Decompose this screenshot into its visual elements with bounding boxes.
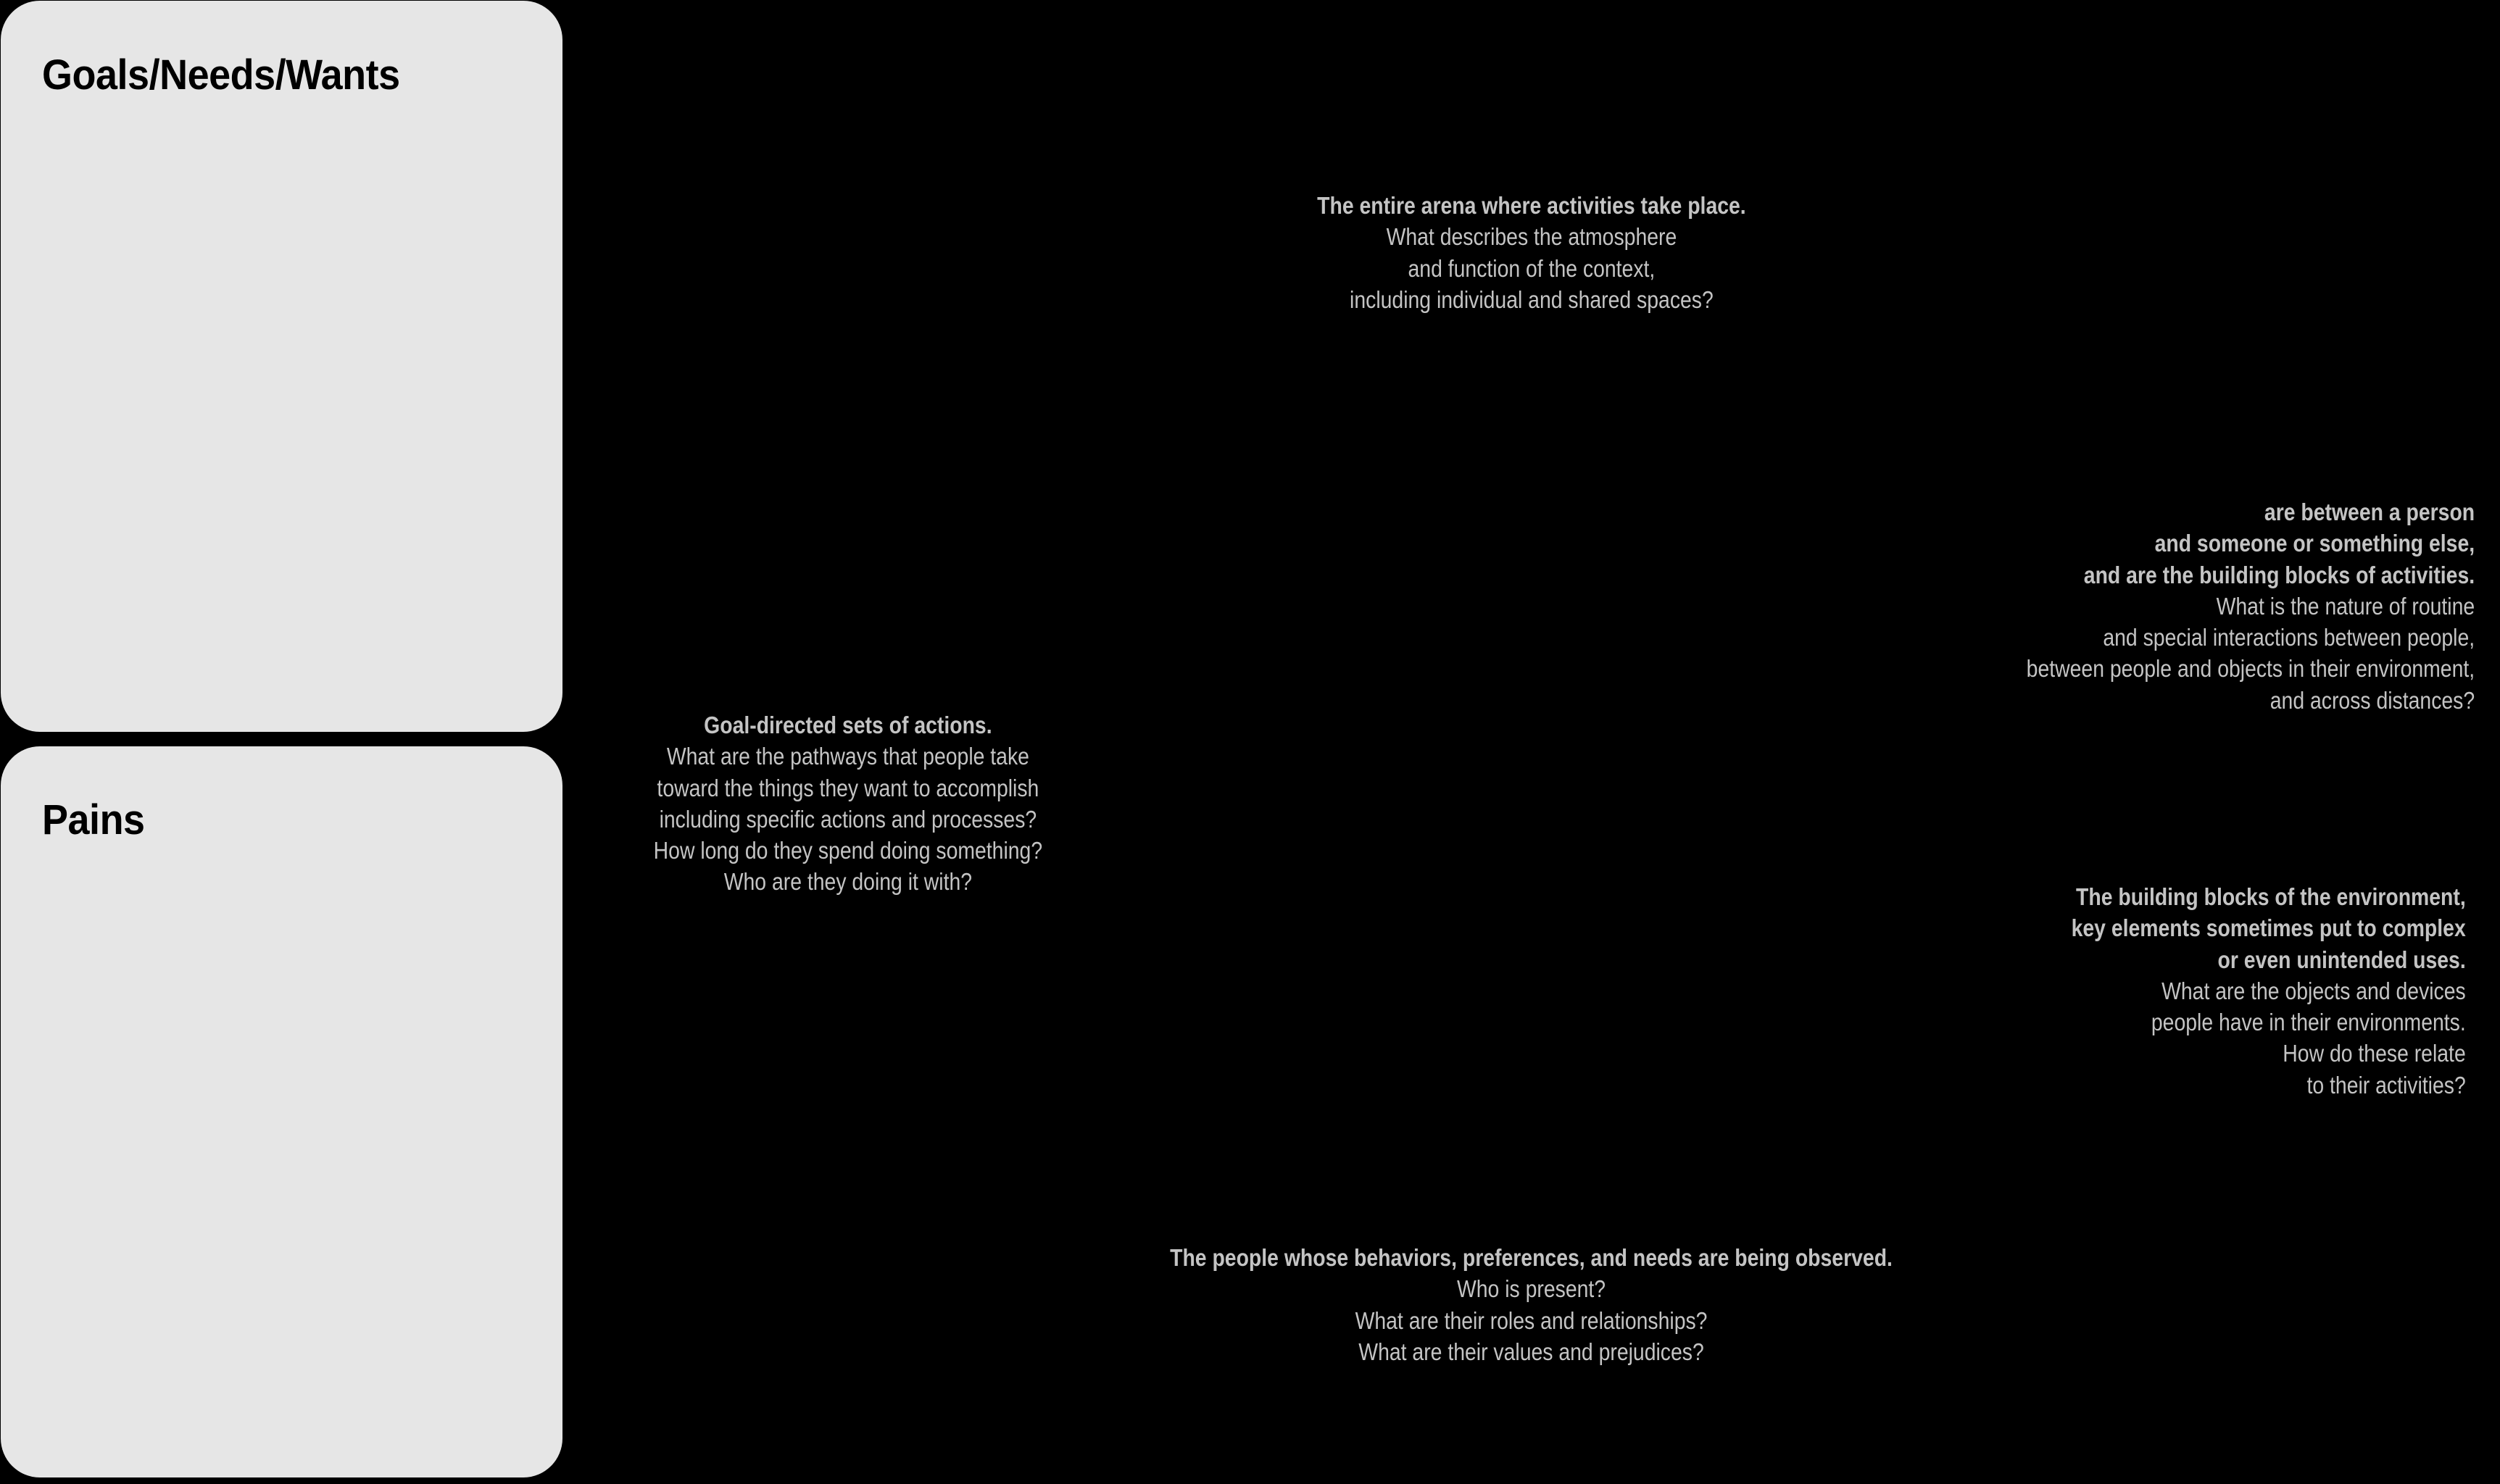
users-question-line: What are their roles and relationships?: [1355, 1306, 1708, 1334]
pains-card: Pains: [1, 746, 562, 1477]
interactions-question-line: between people and objects in their envi…: [2026, 655, 2475, 683]
interactions-question-line: What is the nature of routine: [2216, 592, 2475, 620]
environment-prompt: The entire arena where activities take p…: [1169, 190, 1894, 315]
interactions-prompt: are between a person and someone or some…: [1750, 496, 2475, 716]
environment-question-line: including individual and shared spaces?: [1350, 285, 1714, 313]
interactions-definition-line: and are the building blocks of activitie…: [2083, 561, 2475, 588]
users-question-line: What are their values and prejudices?: [1358, 1338, 1705, 1365]
environment-question-line: and function of the context,: [1408, 254, 1656, 282]
activities-question-line: How long do they spend doing something?: [653, 837, 1043, 864]
users-question-line: Who is present?: [1457, 1275, 1606, 1303]
activities-prompt: Goal-directed sets of actions. What are …: [486, 709, 1210, 898]
interactions-question-line: and special interactions between people,: [2103, 624, 2475, 651]
card-title-goals: Goals/Needs/Wants: [42, 51, 400, 99]
objects-question-line: to their activities?: [2306, 1071, 2466, 1099]
interactions-definition-line: and someone or something else,: [2154, 530, 2475, 557]
objects-question-line: How do these relate: [2283, 1040, 2466, 1067]
objects-definition-line: The building blocks of the environment,: [2076, 883, 2466, 910]
interactions-question-line: and across distances?: [2269, 686, 2475, 714]
interactions-definition-line: are between a person: [2264, 499, 2475, 525]
objects-question-line: people have in their environments.: [2151, 1009, 2466, 1036]
objects-definition-line: or even unintended uses.: [2217, 946, 2466, 973]
goals-needs-wants-card: Goals/Needs/Wants: [1, 1, 562, 732]
activities-question-line: toward the things they want to accomplis…: [657, 774, 1039, 801]
activities-question-line: Who are they doing it with?: [723, 868, 973, 896]
activities-question-line: What are the pathways that people take: [666, 743, 1030, 770]
card-title-pains: Pains: [42, 796, 145, 843]
environment-definition: The entire arena where activities take p…: [1317, 192, 1746, 219]
users-definition: The people whose behaviors, preferences,…: [1170, 1244, 1893, 1271]
objects-definition-line: key elements sometimes put to complex: [2071, 914, 2466, 942]
objects-question-line: What are the objects and devices: [2161, 977, 2466, 1004]
users-prompt: The people whose behaviors, preferences,…: [1024, 1242, 2039, 1367]
activities-question-line: including specific actions and processes…: [659, 805, 1037, 833]
environment-question-line: What describes the atmosphere: [1386, 223, 1677, 251]
objects-prompt: The building blocks of the environment, …: [1741, 881, 2466, 1101]
activities-definition: Goal-directed sets of actions.: [704, 712, 992, 738]
